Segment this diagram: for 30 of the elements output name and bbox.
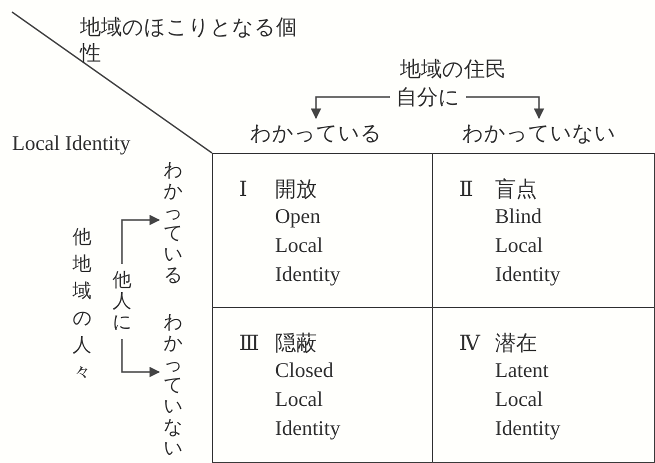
axis-label: 他人に (112, 270, 132, 333)
arrow (466, 96, 544, 120)
axis-label: わかっている (163, 160, 183, 286)
text-label: Local Identity (12, 130, 130, 156)
quadrant-cell (432, 307, 655, 463)
quadrant-number: Ⅱ (459, 176, 474, 202)
quadrant-cell (432, 153, 655, 309)
quadrant-cell (212, 153, 434, 309)
quadrant-name: 開放 (275, 176, 318, 202)
quadrant-description: Blind Local Identity (495, 203, 560, 288)
quadrant-description: Closed Local Identity (275, 357, 340, 442)
quadrant-cell (212, 307, 434, 463)
arrow (121, 214, 160, 264)
text-label: 地域のほこりとなる個性 (80, 14, 298, 66)
axis-label: わかっていない (163, 312, 183, 459)
quadrant-description: Open Local Identity (275, 203, 340, 288)
quadrant-description: Latent Local Identity (495, 357, 560, 442)
arrow (121, 339, 160, 378)
axis-label: わかっている (250, 120, 382, 146)
quadrant-name: 盲点 (495, 176, 538, 202)
axis-label: わかっていない (462, 120, 616, 146)
text-label: 地域の住民 (400, 56, 506, 82)
quadrant-number: Ⅳ (459, 330, 480, 356)
quadrant-name: 潜在 (495, 330, 538, 356)
arrow (310, 96, 390, 120)
text-label: 他地域の人々 (72, 226, 92, 385)
quadrant-number: Ⅲ (239, 330, 260, 356)
quadrant-number: Ⅰ (239, 176, 248, 202)
axis-label: 自分に (396, 84, 460, 110)
quadrant-name: 隠蔽 (275, 330, 318, 356)
